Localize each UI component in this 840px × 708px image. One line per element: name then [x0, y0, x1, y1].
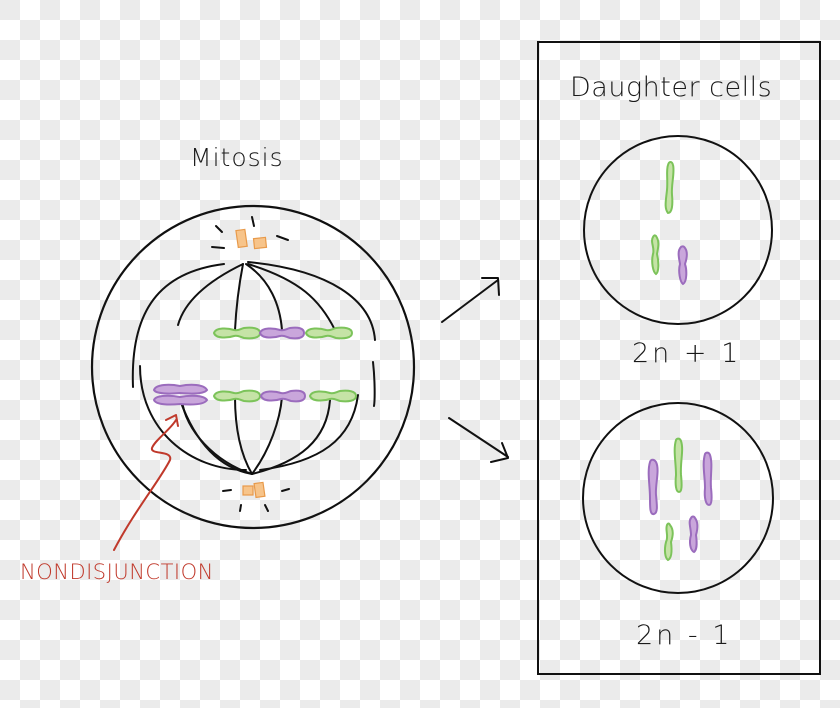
chromosome-row-upper [213, 326, 353, 340]
nondisjunction-label: NONDISJUNCTION [20, 560, 214, 584]
arrow-to-top-daughter [441, 279, 499, 323]
nondisjoined-chromosome-pair [152, 383, 209, 406]
division-arrows [441, 277, 509, 463]
chromosome-row-lower [152, 383, 357, 406]
daughter-cell-monosomy [582, 402, 774, 594]
centrosome-bottom [222, 481, 290, 512]
daughter-cells-title: Daughter cells [570, 72, 773, 103]
daughter-cell-trisomy [583, 135, 773, 325]
trisomy-label: 2n + 1 [632, 338, 742, 369]
monosomy-label: 2n - 1 [636, 620, 733, 651]
daughter-cells-panel [537, 41, 821, 675]
spindle-fibers [131, 261, 376, 475]
arrow-to-bottom-daughter [448, 417, 509, 458]
centrosome-top [211, 216, 289, 250]
mitosis-title: Mitosis [190, 143, 284, 172]
nondisjunction-arrow [113, 414, 179, 551]
mitosis-cell [90, 204, 416, 530]
cell-membrane [90, 204, 416, 530]
